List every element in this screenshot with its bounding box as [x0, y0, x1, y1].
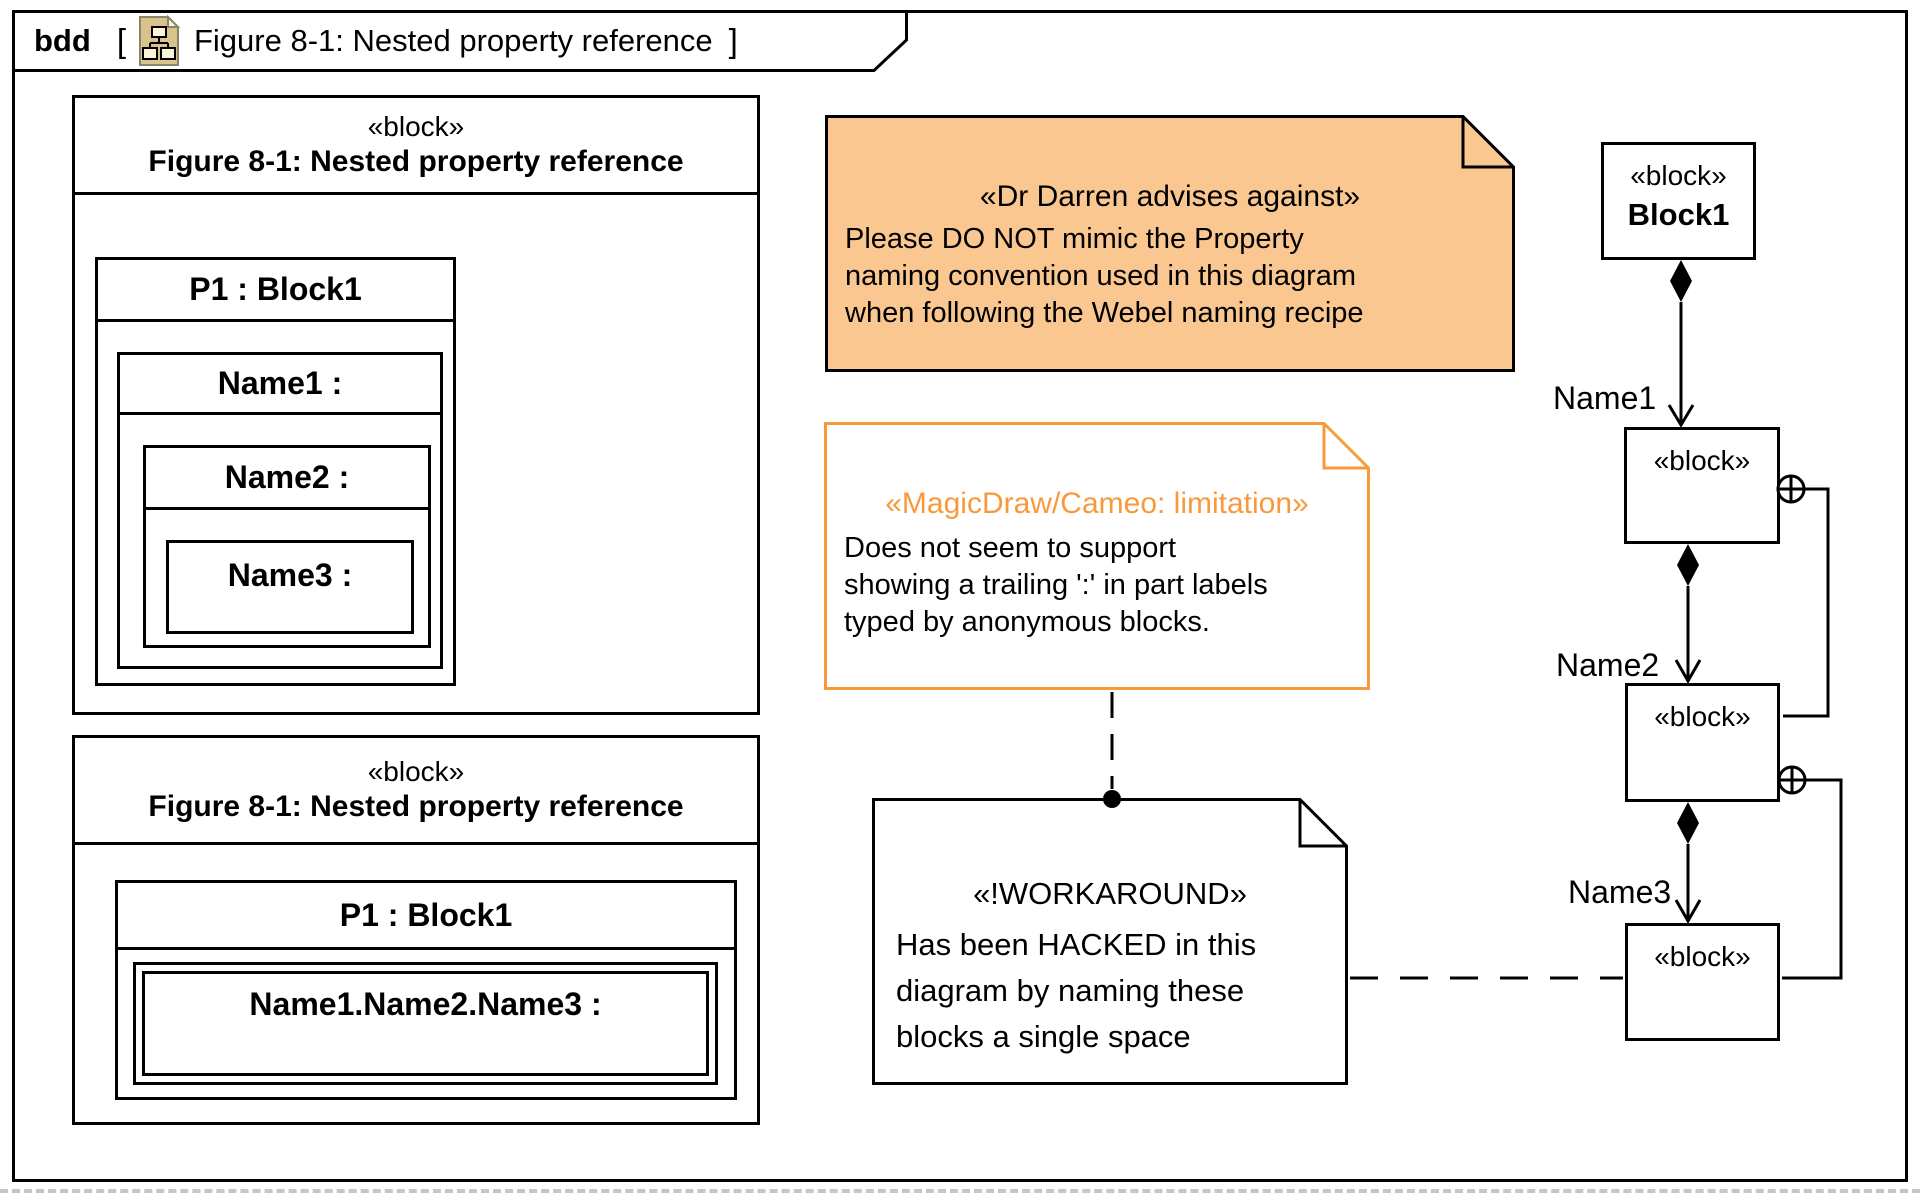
nested-path-part-label: Name1.Name2.Name3 : — [249, 986, 602, 1022]
page-bottom-divider — [0, 1189, 1920, 1193]
part-label: P1 : Block1 — [189, 271, 362, 307]
block-name: Figure 8-1: Nested property reference — [148, 790, 684, 823]
nested-part-box-name3: Name3 : — [166, 540, 414, 634]
block-stereotype: «block» — [1653, 445, 1751, 476]
block-stereotype: «block» — [1630, 160, 1727, 191]
nested-path-part-box: Name1.Name2.Name3 : — [133, 962, 718, 1085]
frame-tab-shape — [12, 10, 908, 72]
nested-part-label: Name3 : — [227, 557, 353, 593]
diagram-frame — [12, 10, 1908, 1182]
frame-title: Figure 8-1: Nested property reference — [193, 23, 713, 58]
diagram-kind-keyword: bdd — [34, 23, 91, 58]
edge-label-name3: Name3 — [1568, 874, 1672, 910]
bdd-diagram-icon — [138, 15, 180, 67]
hierarchy-block1: «block» Block1 — [1601, 142, 1756, 260]
edge-label-name1: Name1 — [1553, 380, 1657, 416]
note-fold-corner — [1322, 423, 1369, 470]
note-fold-corner — [1298, 799, 1347, 848]
hierarchy-anon-block-2: «block» — [1625, 683, 1780, 802]
note-text-line: diagram by naming these — [896, 973, 1245, 1008]
note-text-line: blocks a single space — [896, 1019, 1191, 1054]
nested-part-label: Name1 : — [217, 365, 343, 401]
block-stereotype: «block» — [1654, 701, 1751, 732]
note-text-line: showing a trailing ':' in part labels — [844, 569, 1268, 601]
note-fold-corner — [1461, 116, 1514, 169]
note-text-line: typed by anonymous blocks. — [844, 606, 1210, 638]
frame-tab: bdd [ Figure 8-1: Nested property refere… — [12, 10, 908, 72]
note-text-line: Does not seem to support — [844, 532, 1177, 564]
hierarchy-anon-block-3: «block» — [1625, 923, 1780, 1041]
note-shape — [824, 422, 1370, 690]
note-limitation: «MagicDraw/Cameo: limitation» Does not s… — [824, 422, 1370, 690]
note-text-line: Please DO NOT mimic the Property — [845, 223, 1304, 255]
note-shape — [825, 115, 1515, 372]
part-label: P1 : Block1 — [339, 896, 513, 933]
edge-label-name2: Name2 — [1556, 647, 1660, 683]
tab-open-bracket: [ — [116, 22, 126, 59]
note-workaround: «!WORKAROUND» Has been HACKED in this di… — [872, 798, 1348, 1085]
note-text-line: when following the Webel naming recipe — [845, 297, 1364, 329]
block-stereotype: «block» — [367, 756, 465, 787]
note-text-line: Has been HACKED in this — [896, 927, 1257, 962]
block-stereotype: «block» — [367, 111, 465, 142]
note-text-line: naming convention used in this diagram — [845, 260, 1357, 292]
note-stereotype: «Dr Darren advises against» — [979, 180, 1361, 213]
block-stereotype: «block» — [1654, 941, 1751, 972]
note-stereotype: «MagicDraw/Cameo: limitation» — [885, 487, 1309, 520]
note-advice: «Dr Darren advises against» Please DO NO… — [825, 115, 1515, 372]
note-stereotype: «!WORKAROUND» — [973, 876, 1247, 911]
tab-close-bracket: ] — [728, 22, 738, 59]
block-name: Figure 8-1: Nested property reference — [148, 145, 684, 178]
note-shape — [872, 798, 1348, 1085]
block-name: Block1 — [1627, 197, 1730, 232]
nested-part-label: Name2 : — [224, 459, 350, 495]
hierarchy-anon-block-1: «block» — [1624, 427, 1780, 544]
